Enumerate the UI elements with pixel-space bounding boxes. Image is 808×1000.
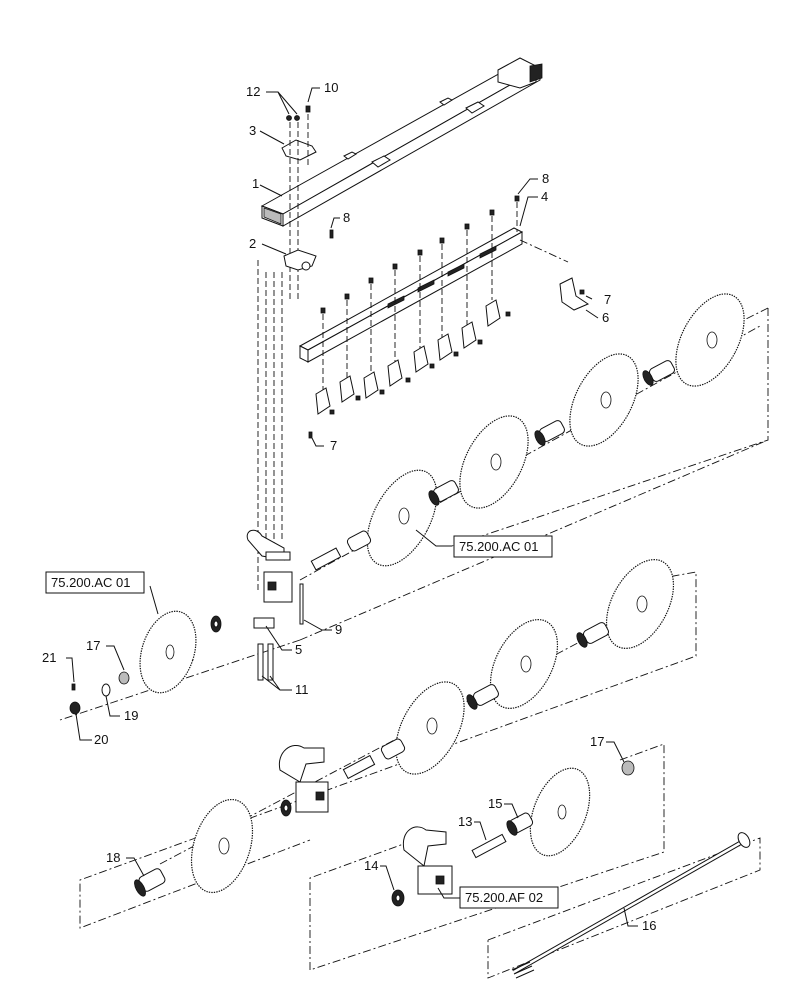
callout-18: 18 — [106, 850, 120, 865]
callout-11: 11 — [295, 682, 309, 697]
callout-6: 6 — [602, 310, 609, 325]
callout-16: 16 — [642, 918, 656, 933]
callout-10: 10 — [324, 80, 338, 95]
callout-8-right: 8 — [542, 171, 549, 186]
callout-2: 2 — [249, 236, 256, 251]
callout-21: 21 — [42, 650, 56, 665]
bolt-7-lower — [308, 431, 313, 439]
callout-19: 19 — [124, 708, 138, 723]
lower-clamp-part — [283, 229, 334, 271]
gang-bolt-rod — [511, 832, 751, 979]
callout-20: 20 — [94, 732, 108, 747]
reference-box-ac-left[interactable]: 75.200.AC 01 — [45, 571, 145, 594]
top-clamp-part — [281, 105, 317, 161]
end-bearing-subassembly — [391, 760, 635, 907]
leader-lines — [66, 87, 638, 927]
callout-9: 9 — [335, 622, 342, 637]
upper-disc-gang — [69, 293, 761, 715]
callout-8-left: 8 — [343, 210, 350, 225]
callout-5: 5 — [295, 642, 302, 657]
scraper-bar-part — [298, 227, 524, 363]
lower-disc-gang — [134, 559, 675, 897]
callout-14: 14 — [364, 858, 378, 873]
callout-1: 1 — [252, 176, 259, 191]
frame-tube-part — [260, 57, 543, 227]
callout-17-right: 17 — [590, 734, 604, 749]
reference-label-af: 75.200.AF 02 — [465, 890, 543, 905]
scraper-blades — [315, 299, 511, 415]
callout-15: 15 — [488, 796, 502, 811]
callout-17-left: 17 — [86, 638, 100, 653]
callout-3: 3 — [249, 123, 256, 138]
callout-4: 4 — [541, 189, 548, 204]
callout-7-upper: 7 — [604, 292, 611, 307]
reference-box-ac-right[interactable]: 75.200.AC 01 — [453, 535, 553, 558]
callout-7-lower: 7 — [330, 438, 337, 453]
reference-box-af[interactable]: 75.200.AF 02 — [459, 886, 559, 909]
reference-label-ac-right: 75.200.AC 01 — [459, 539, 539, 554]
side-scraper-part — [559, 277, 590, 311]
callout-12: 12 — [246, 84, 260, 99]
callout-13: 13 — [458, 814, 472, 829]
bar-bolts — [320, 195, 520, 314]
reference-label-ac-left: 75.200.AC 01 — [51, 575, 131, 590]
